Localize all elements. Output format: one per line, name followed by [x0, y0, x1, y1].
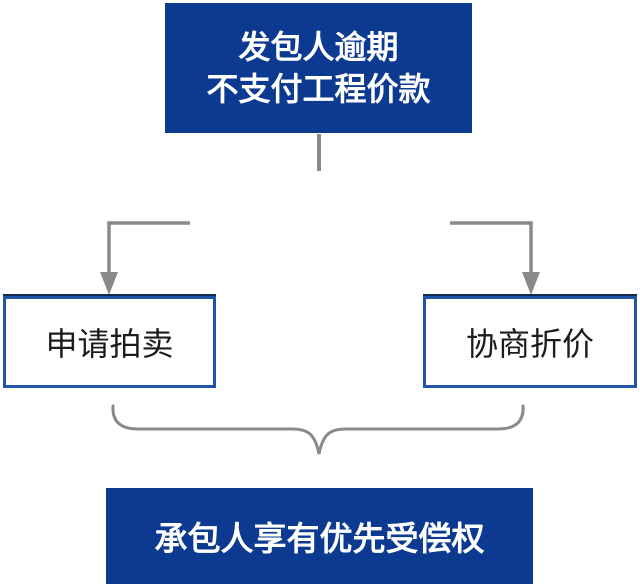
left-arrowhead-icon	[100, 272, 118, 295]
node-employer-overdue-line2: 不支付工程价款	[206, 71, 431, 107]
node-apply-auction: 申请拍卖	[3, 296, 216, 388]
right-elbow-connector	[450, 221, 533, 273]
node-employer-overdue: 发包人逾期 不支付工程价款	[165, 3, 472, 133]
left-elbow-connector	[107, 221, 190, 273]
node-employer-overdue-line1: 发包人逾期	[238, 29, 399, 65]
node-negotiate-discount-label: 协商折价	[465, 326, 594, 362]
curly-brace-icon	[111, 404, 525, 455]
node-contractor-priority-label: 承包人享有优先受偿权	[154, 520, 485, 557]
node-apply-auction-label: 申请拍卖	[45, 326, 174, 362]
right-arrowhead-icon	[522, 272, 540, 295]
node-employer-overdue-text: 发包人逾期 不支付工程价款	[206, 26, 430, 110]
node-contractor-priority: 承包人享有优先受偿权	[106, 488, 533, 584]
node-negotiate-discount: 协商折价	[423, 296, 637, 388]
